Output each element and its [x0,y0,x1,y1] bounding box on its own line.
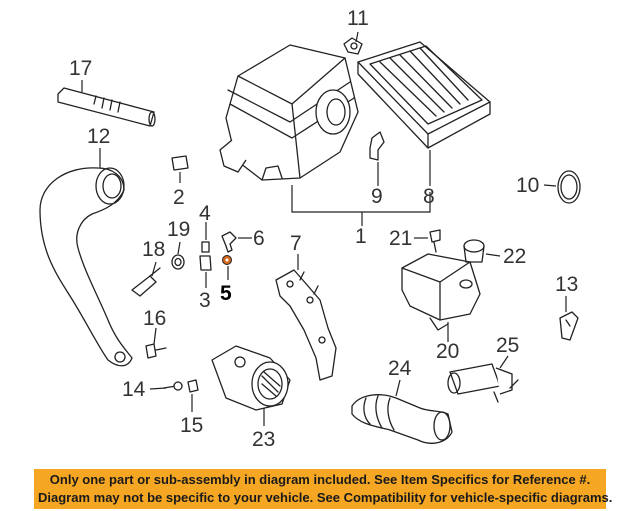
callout-8: 8 [423,185,435,208]
intake-hose-small [57,87,156,127]
callout-21: 21 [389,227,412,250]
callout-16: 16 [143,307,166,330]
callout-17: 17 [69,57,92,80]
callout-22: 22 [503,245,526,268]
washer [171,254,185,270]
callout-10: 10 [516,174,539,197]
wiring-bracket [275,269,337,381]
callout-15: 15 [180,414,203,437]
callout-20: 20 [436,340,459,363]
bolt-part-4 [201,241,210,253]
seal-ring [557,170,581,204]
callout-9: 9 [371,185,383,208]
callout-7: 7 [290,232,302,255]
temperature-sensor [131,267,161,297]
callout-5: 5 [220,282,232,305]
air-cleaner-housing [219,44,359,181]
callout-11: 11 [347,7,369,30]
callout-labels: 1 2 3 4 5 6 7 8 9 10 11 12 13 14 15 16 1… [69,7,578,451]
callout-18: 18 [142,238,165,261]
o-ring-part-5 [222,255,232,265]
resonator [401,253,481,331]
air-filter-element [357,41,491,149]
bracket-part-13 [559,311,579,341]
intake-boot [351,394,453,444]
sensor-cap [171,155,189,171]
callout-23: 23 [252,428,275,451]
disclaimer-banner: Only one part or sub-assembly in diagram… [34,469,613,509]
callout-6: 6 [253,227,265,250]
mass-air-flow-sensor [211,345,291,411]
callout-13: 13 [555,273,578,296]
callout-1: 1 [355,225,367,248]
clip-part [343,37,363,55]
intake-duct [39,167,133,367]
callout-2: 2 [173,186,185,209]
connector-part-22 [463,239,485,263]
callout-4: 4 [199,202,211,225]
valve-part-25 [447,363,519,403]
bolt-part-16 [145,343,167,359]
callout-25: 25 [496,334,519,357]
leader-lines [81,80,567,426]
callout-24: 24 [388,357,412,380]
bolt-part-21 [429,229,441,253]
nut-part-15 [187,379,199,393]
callout-12: 12 [87,125,110,148]
screw-part-6 [221,231,237,253]
disclaimer-line-2: Diagram may not be specific to your vehi… [38,490,613,505]
parts-diagram: 1 2 3 4 5 6 7 8 9 10 11 12 13 14 15 16 1… [39,7,581,451]
callout-3: 3 [199,289,211,312]
bracket-part [369,131,385,161]
callout-19: 19 [167,218,190,241]
grommet-part-3 [199,255,212,271]
disclaimer-line-1: Only one part or sub-assembly in diagram… [49,472,591,487]
bolt-part-14 [163,381,183,391]
callout-14: 14 [122,378,146,401]
